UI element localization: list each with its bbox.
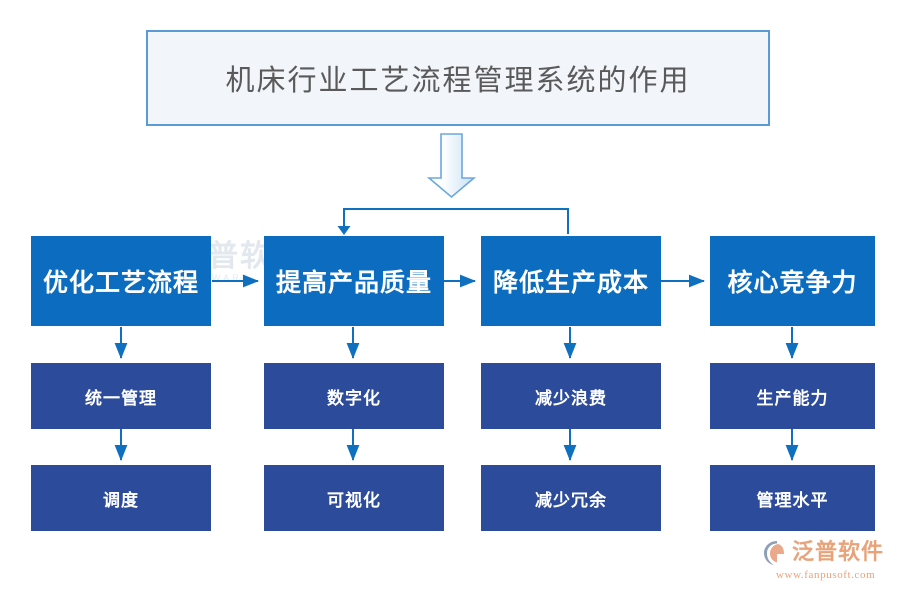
node-primary-4[interactable]: 核心竞争力 <box>710 236 875 326</box>
node-primary-1-label: 优化工艺流程 <box>42 268 199 297</box>
brand-logo-row: 泛普软件 <box>762 540 884 566</box>
node-secondary-2-label: 数字化 <box>327 388 381 409</box>
node-tertiary-2-label: 可视化 <box>327 490 381 511</box>
node-secondary-3[interactable]: 减少浪费 <box>481 363 661 429</box>
diagram-title: 机床行业工艺流程管理系统的作用 <box>225 65 691 97</box>
node-secondary-3-label: 减少浪费 <box>535 388 607 409</box>
node-primary-2-label: 提高产品质量 <box>275 268 432 297</box>
node-tertiary-3-label: 减少冗余 <box>535 490 607 511</box>
diagram-title-box: 机床行业工艺流程管理系统的作用 <box>146 30 770 126</box>
bracket-connector <box>337 208 569 235</box>
node-tertiary-4-label: 管理水平 <box>756 490 829 511</box>
node-tertiary-1-label: 调度 <box>103 490 139 511</box>
node-tertiary-4[interactable]: 管理水平 <box>710 465 875 531</box>
node-secondary-4-label: 生产能力 <box>756 388 829 409</box>
title-down-arrow-icon <box>426 133 477 199</box>
node-secondary-1[interactable]: 统一管理 <box>31 363 211 429</box>
node-tertiary-3[interactable]: 减少冗余 <box>481 465 661 531</box>
node-primary-2[interactable]: 提高产品质量 <box>264 236 444 326</box>
node-primary-3-label: 降低生产成本 <box>492 268 649 297</box>
node-secondary-2[interactable]: 数字化 <box>264 363 444 429</box>
brand-logo-label: 泛普软件 <box>792 540 885 565</box>
brand-logo: 泛普软件 www.fanpusoft.com <box>762 540 890 592</box>
node-secondary-1-label: 统一管理 <box>85 388 157 409</box>
node-primary-3[interactable]: 降低生产成本 <box>481 236 661 326</box>
node-tertiary-2[interactable]: 可视化 <box>264 465 444 531</box>
fanpu-logo-icon <box>764 541 784 565</box>
node-tertiary-1[interactable]: 调度 <box>31 465 211 531</box>
brand-logo-url: www.fanpusoft.com <box>776 569 876 581</box>
node-primary-1[interactable]: 优化工艺流程 <box>31 236 211 326</box>
node-secondary-4[interactable]: 生产能力 <box>710 363 875 429</box>
node-primary-4-label: 核心竞争力 <box>727 268 858 297</box>
